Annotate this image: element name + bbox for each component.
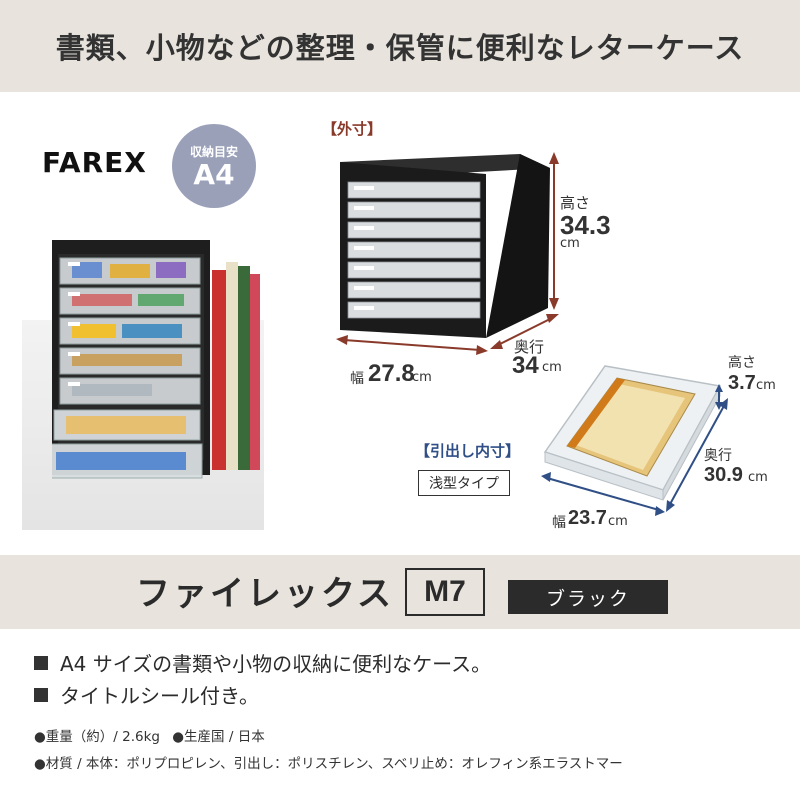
outer-height-word: 高さ	[560, 194, 591, 212]
outer-cabinet-diagram	[336, 152, 559, 355]
outer-depth-unit: cm	[542, 360, 562, 375]
spec-origin: ●生産国 / 日本	[172, 729, 265, 745]
drawer-height-unit: cm	[756, 378, 776, 393]
product-name: ファイレックス	[136, 574, 394, 614]
drawer-width-value: 23.7	[568, 507, 607, 529]
cabinet-photo-illustration	[52, 240, 260, 479]
feature-item: タイトルシール付き。	[34, 680, 259, 709]
square-bullet-icon	[34, 687, 48, 702]
outer-depth-word: 奥行	[514, 338, 545, 356]
outer-width-unit: cm	[412, 370, 432, 385]
drawer-type-box: 浅型タイプ	[418, 470, 510, 496]
drawer-width-unit: cm	[608, 514, 628, 529]
spec-line-1: ●重量（約）/ 2.6kg ●生産国 / 日本	[34, 725, 273, 745]
product-photo: FAREX 収納目安 A4	[22, 110, 264, 530]
drawer-diagram	[541, 365, 728, 516]
brand-logo: FAREX	[42, 146, 147, 179]
header-band	[0, 0, 800, 92]
outer-depth-value: 34	[512, 352, 539, 379]
badge-size: A4	[193, 157, 235, 191]
color-tag: ブラック	[508, 580, 668, 614]
square-bullet-icon	[34, 655, 48, 670]
outer-dimension-label: 【外寸】	[322, 120, 383, 138]
outer-width-word: 幅	[350, 371, 364, 387]
drawer-height-word: 高さ	[728, 355, 756, 371]
drawer-height-value: 3.7	[728, 372, 756, 394]
spec-line-2: ●材質 / 本体：ポリプロピレン、引出し：ポリスチレン、スベリ止め：オレフィン系…	[34, 756, 623, 772]
drawer-depth-unit: cm	[748, 470, 768, 485]
drawer-depth-value: 30.9	[704, 464, 743, 486]
model-number: M7	[405, 568, 485, 616]
size-badge: 収納目安 A4	[172, 124, 256, 208]
drawer-dimension-label: 【引出し内寸】	[415, 442, 521, 460]
headline: 書類、小物などの整理・保管に便利なレターケース	[55, 31, 745, 65]
feature-item: A4 サイズの書類や小物の収納に便利なケース。	[34, 648, 491, 677]
outer-height-unit: cm	[560, 236, 580, 251]
drawer-depth-word: 奥行	[704, 448, 732, 464]
product-name-band	[0, 555, 800, 629]
outer-width-value: 27.8	[368, 360, 415, 387]
outer-height-value: 34.3	[560, 210, 611, 240]
feature-text: A4 サイズの書類や小物の収納に便利なケース。	[60, 652, 492, 676]
spec-weight: ●重量（約）/ 2.6kg	[34, 729, 160, 745]
drawer-width-word: 幅	[552, 515, 566, 531]
badge-caption: 収納目安	[189, 144, 238, 159]
feature-text: タイトルシール付き。	[60, 684, 259, 708]
